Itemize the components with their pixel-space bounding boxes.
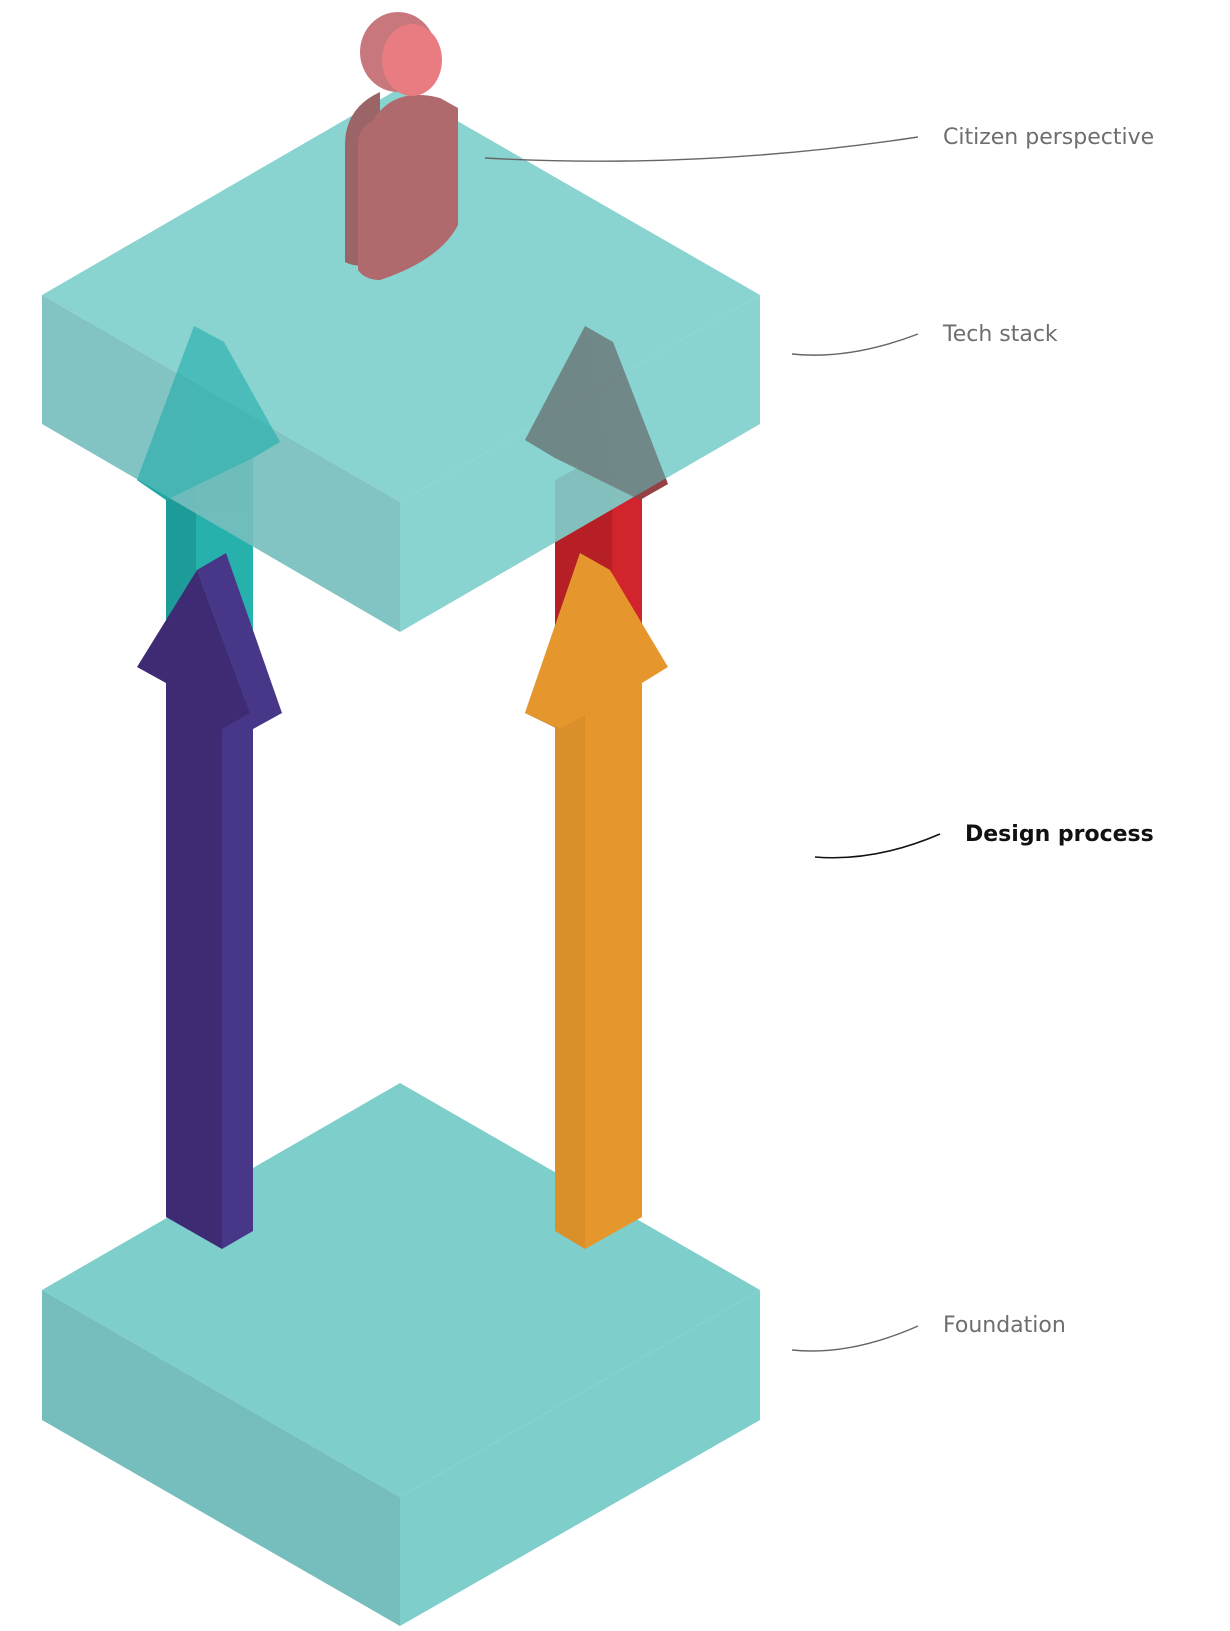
foundation-platform-left-face <box>42 1290 400 1626</box>
orange-arrow <box>525 553 668 1249</box>
purple-arrow <box>137 553 282 1249</box>
design-leader-line <box>814 833 941 859</box>
teal-arrowhead-through-top <box>137 326 280 500</box>
design-process-label: Design process <box>965 822 1154 847</box>
foundation-platform-right-face <box>400 1290 760 1626</box>
person-body-front <box>358 94 458 280</box>
tech-stack-label: Tech stack <box>943 322 1058 347</box>
person-head-front <box>382 24 442 96</box>
orange-arrow-shaft-left <box>555 695 585 1249</box>
tech-leader-line <box>791 333 919 356</box>
arrowheads-through-platform <box>137 326 668 500</box>
red-arrowhead-through-top <box>525 326 668 500</box>
purple-arrow-head-right <box>197 553 282 729</box>
orange-arrow-shaft-right <box>585 683 642 1249</box>
orange-arrow-head-right <box>525 553 668 729</box>
foundation-platform <box>42 1083 760 1626</box>
citizen-perspective-label: Citizen perspective <box>943 125 1155 150</box>
purple-arrow-shaft-left <box>166 683 222 1249</box>
foundation-leader-line <box>791 1325 919 1352</box>
foundation-label: Foundation <box>943 1313 1066 1338</box>
leader-lines <box>484 136 941 1352</box>
purple-arrow-head-left <box>137 570 250 729</box>
person-icon <box>345 12 458 280</box>
purple-arrow-shaft-right <box>222 695 253 1249</box>
citizen-leader-line <box>484 136 919 162</box>
